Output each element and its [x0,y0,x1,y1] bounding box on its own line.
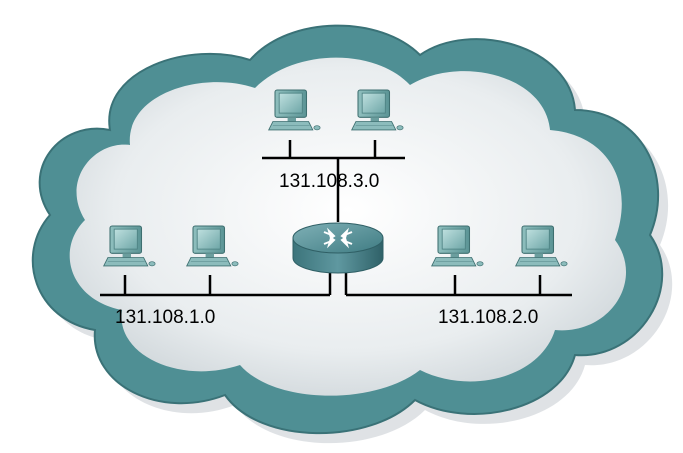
network-lines [100,140,572,297]
network-label-net-3: 131.108.3.0 [279,171,379,192]
network-label-net-1: 131.108.1.0 [115,307,215,328]
router-icon [292,222,384,274]
network-label-net-2: 131.108.2.0 [438,307,538,328]
